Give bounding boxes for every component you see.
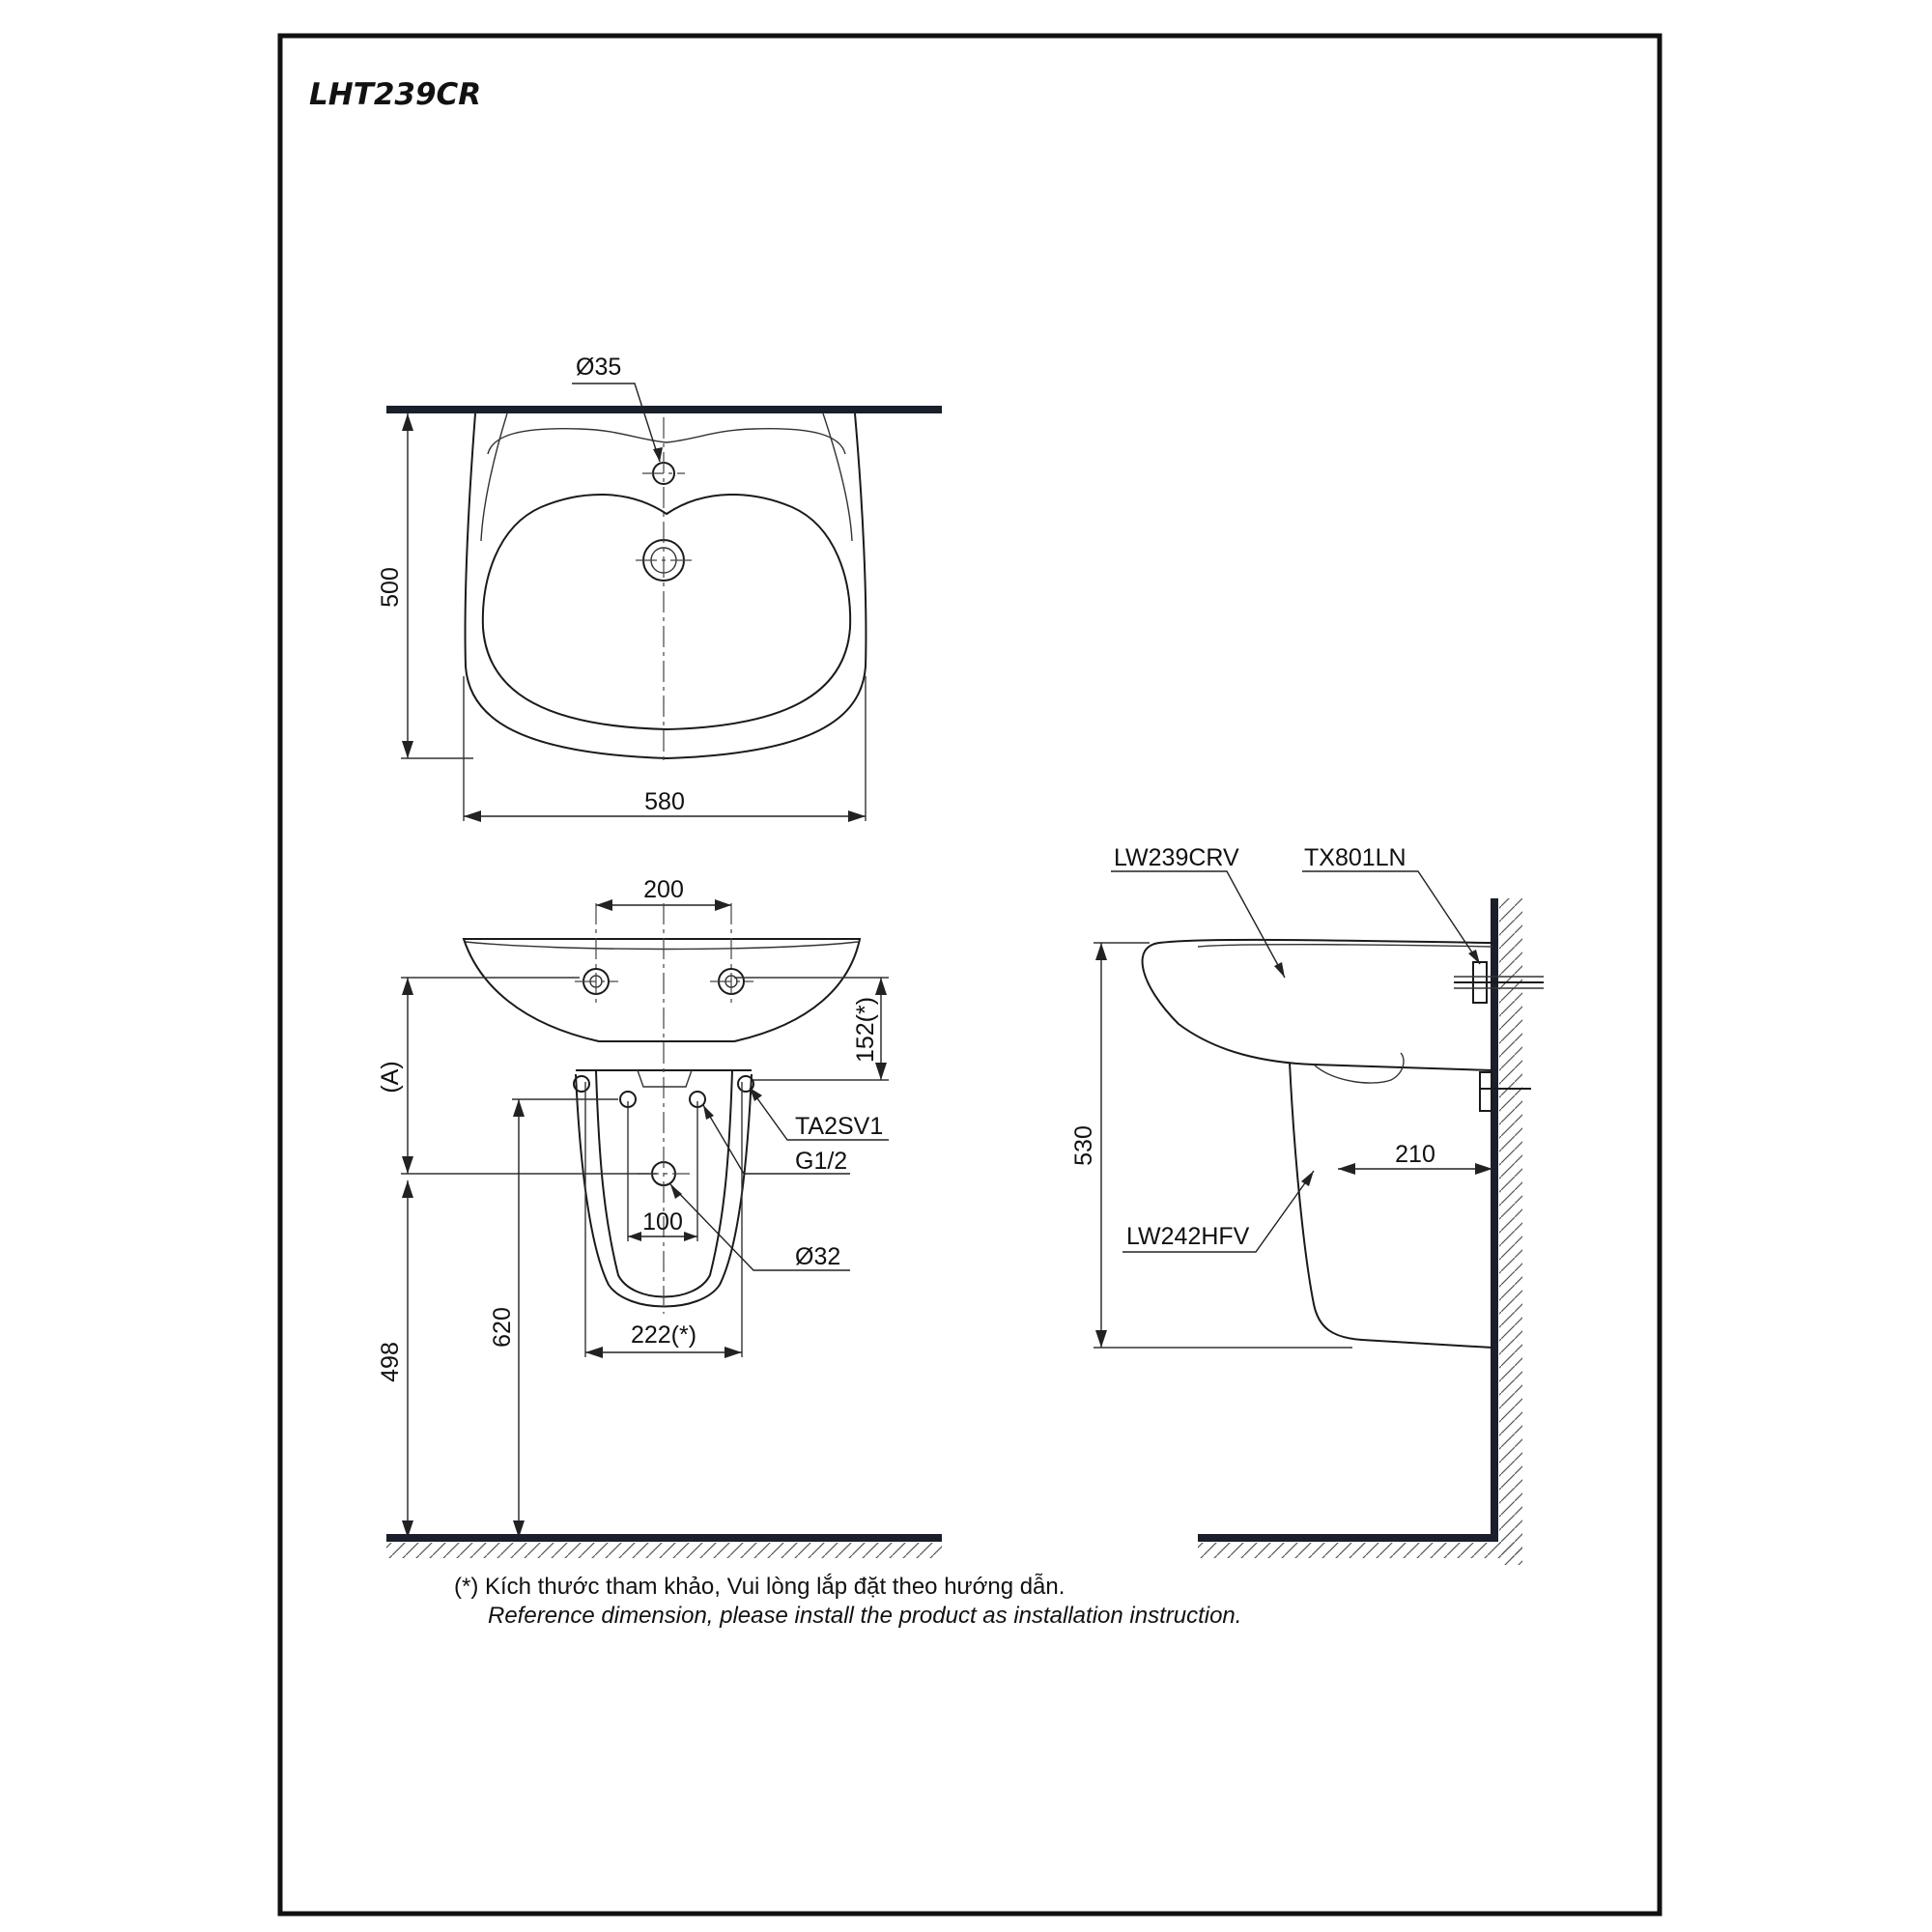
- pedestal-side: [1289, 1062, 1493, 1349]
- sheet-frame: [277, 33, 1662, 1917]
- depth-dim: 500: [377, 567, 404, 608]
- part-ta2sv1: TA2SV1: [795, 1113, 883, 1140]
- faucet-hole-label: Ø35: [576, 354, 621, 381]
- basin-side: [1141, 938, 1493, 1071]
- part-lw239crv: LW239CRV: [1114, 844, 1239, 871]
- tap-spacing-dim: 200: [643, 876, 684, 903]
- note-vietnamese: (*) Kích thước tham khảo, Vui lòng lắp đ…: [454, 1574, 1065, 1600]
- wall-offset-dim: 210: [1395, 1141, 1435, 1168]
- width-dim: 580: [644, 788, 685, 815]
- bowl-outline: [481, 494, 852, 731]
- note-english: Reference dimension, please install the …: [488, 1603, 1241, 1629]
- part-lw242hfv: LW242HFV: [1126, 1223, 1250, 1250]
- part-tx801ln: TX801LN: [1304, 844, 1406, 871]
- basin-front: [462, 938, 862, 1042]
- model-title: LHT239CR: [309, 77, 481, 112]
- drain-hole-label: Ø32: [795, 1243, 840, 1270]
- drain-spacing-dim: 100: [642, 1208, 683, 1236]
- height-620: 620: [489, 1307, 516, 1348]
- top-view: Ø35 500 580: [377, 354, 942, 822]
- dim-152: 152(*): [852, 997, 879, 1063]
- part-g12: G1/2: [795, 1148, 847, 1175]
- basin-outline-top: [464, 412, 867, 760]
- dim-a: (A): [377, 1061, 404, 1093]
- height-530: 530: [1070, 1125, 1097, 1166]
- pedestal-width-dim: 222(*): [631, 1321, 696, 1349]
- side-view: 530 210 LW239CRV TX801LN LW242HFV: [1070, 844, 1544, 1565]
- front-view: 200 (A) 152(*) 100: [377, 876, 942, 1558]
- height-498: 498: [377, 1342, 404, 1382]
